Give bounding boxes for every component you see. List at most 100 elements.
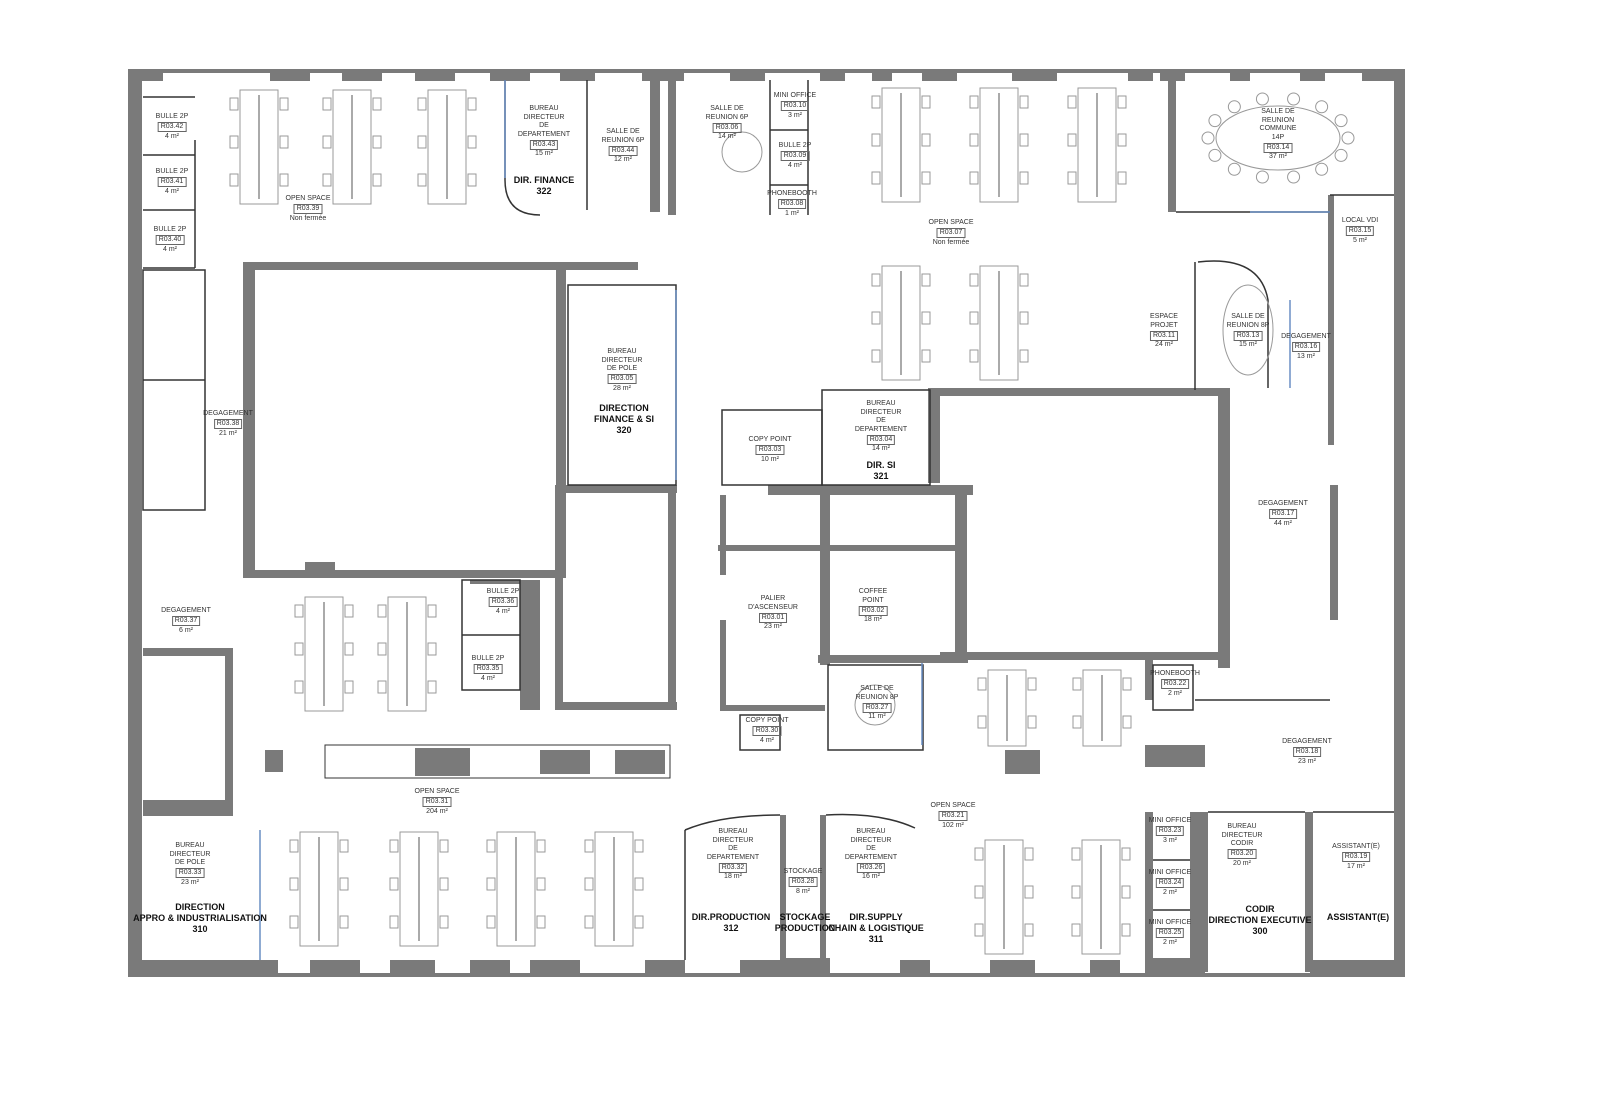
chair bbox=[1019, 273, 1029, 287]
chair bbox=[1117, 133, 1127, 147]
room-area: 15 m² bbox=[535, 150, 553, 157]
chair bbox=[584, 915, 594, 929]
chair bbox=[417, 97, 427, 111]
chair bbox=[1067, 133, 1077, 147]
chair bbox=[1227, 162, 1241, 176]
chair bbox=[467, 173, 477, 187]
chair bbox=[1019, 349, 1029, 363]
room-code: R03.02 bbox=[858, 605, 888, 616]
room-area: 11 m² bbox=[868, 713, 886, 720]
room-area: 12 m² bbox=[614, 156, 632, 163]
room-name: OPEN SPACE bbox=[928, 219, 974, 226]
chair bbox=[1072, 715, 1082, 729]
chair bbox=[1071, 923, 1081, 937]
chair bbox=[969, 311, 979, 325]
room-area: 102 m² bbox=[942, 821, 964, 829]
chair bbox=[289, 839, 299, 853]
chair bbox=[974, 923, 984, 937]
room-name: BUREAU DIRECTEUR DE POLE bbox=[601, 348, 643, 372]
department-label: DIR. FINANCE 322 bbox=[513, 175, 575, 196]
chair bbox=[467, 97, 477, 111]
chair bbox=[1024, 847, 1034, 861]
department-label: DIRECTION FINANCE & SI 320 bbox=[593, 403, 655, 435]
chair bbox=[974, 847, 984, 861]
room-code: R03.23 bbox=[1155, 826, 1185, 836]
chair bbox=[389, 877, 399, 891]
chair bbox=[1019, 95, 1029, 109]
chair bbox=[1287, 92, 1301, 106]
chair bbox=[372, 173, 382, 187]
room-name: BUREAU DIRECTEUR DE DEPARTEMENT bbox=[517, 105, 571, 138]
room-area: 18 m² bbox=[864, 616, 882, 623]
room-name: PALIER D'ASCENSEUR bbox=[748, 595, 798, 611]
chair bbox=[584, 877, 594, 891]
room-code: R03.05 bbox=[607, 374, 637, 384]
furniture bbox=[229, 87, 1355, 955]
chair bbox=[439, 877, 449, 891]
chair bbox=[289, 915, 299, 929]
chair bbox=[1315, 100, 1329, 114]
room-name: BULLE 2P bbox=[155, 168, 189, 175]
room-name: BUREAU DIRECTEUR CODIR bbox=[1221, 823, 1263, 847]
chair bbox=[467, 135, 477, 149]
chair bbox=[1027, 715, 1037, 729]
department-label: DIR. SI 321 bbox=[866, 460, 896, 481]
room-area: Non fermée bbox=[289, 214, 327, 222]
chair bbox=[1067, 95, 1077, 109]
room-code: R03.24 bbox=[1155, 878, 1185, 888]
chair bbox=[977, 677, 987, 691]
chair bbox=[1315, 162, 1329, 176]
room-code: R03.36 bbox=[488, 597, 518, 607]
department-label: DIR.SUPPLY CHAIN & LOGISTIQUE 311 bbox=[828, 912, 924, 944]
room-area: 3 m² bbox=[1162, 836, 1177, 844]
room-name: MINI OFFICE bbox=[1148, 817, 1192, 824]
room-code: R03.01 bbox=[758, 612, 788, 623]
room-code: R03.33 bbox=[175, 868, 205, 878]
chair bbox=[969, 171, 979, 185]
chair bbox=[634, 839, 644, 853]
chair bbox=[921, 273, 931, 287]
room-area: 4 m² bbox=[496, 607, 510, 615]
chair bbox=[1201, 131, 1215, 145]
room-area: 3 m² bbox=[787, 111, 802, 119]
room-area: 37 m² bbox=[1269, 153, 1287, 160]
chair bbox=[372, 97, 382, 111]
chair bbox=[1122, 677, 1132, 691]
department-label: STOCKAGE PRODUCTION bbox=[774, 912, 836, 933]
room-code: R03.07 bbox=[936, 228, 966, 238]
room-area: 5 m² bbox=[1353, 236, 1367, 244]
room-code: R03.19 bbox=[1341, 852, 1371, 862]
chair bbox=[389, 839, 399, 853]
chair bbox=[322, 97, 332, 111]
walls bbox=[128, 69, 1405, 977]
chair bbox=[1121, 885, 1131, 899]
room-area: 4 m² bbox=[788, 161, 802, 169]
room-area: 16 m² bbox=[862, 873, 880, 880]
round-tables bbox=[721, 105, 1341, 726]
room-name: SALLE DE REUNION 6P bbox=[601, 128, 645, 144]
room-area: 14 m² bbox=[872, 445, 890, 452]
chair bbox=[427, 680, 437, 694]
room-code: R03.41 bbox=[157, 177, 187, 187]
room-name: ESPACE PROJET bbox=[1150, 313, 1178, 329]
department-label: DIR.PRODUCTION 312 bbox=[691, 912, 771, 933]
chair bbox=[1122, 715, 1132, 729]
room-name: SALLE DE REUNION 8P bbox=[1226, 313, 1270, 329]
chair bbox=[584, 839, 594, 853]
room-code: R03.35 bbox=[473, 664, 503, 674]
room-area: 21 m² bbox=[219, 429, 237, 437]
